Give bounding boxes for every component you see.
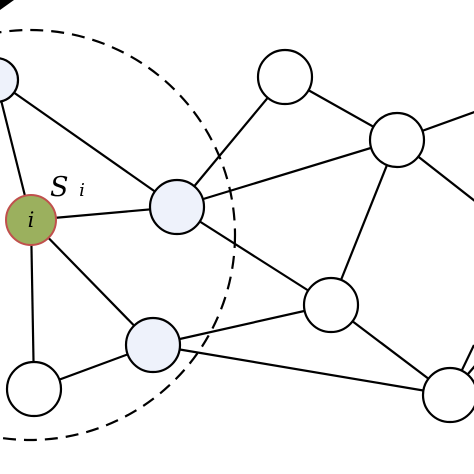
corner-mark (0, 0, 14, 10)
mid-neighbor-node (148, 178, 206, 236)
edge-center-node-bottom-left-node (29, 219, 36, 390)
edge-right-node-middle-right-node (329, 139, 399, 306)
top-left-node (0, 57, 20, 103)
nodes (0, 48, 474, 424)
edge-lower-neighbor-node-bottom-right-node (152, 343, 451, 397)
lower-neighbor-node (124, 316, 182, 374)
center-node-label: i (28, 208, 35, 232)
edge-mid-neighbor-node-top-right-node (176, 76, 286, 208)
bottom-left-node (5, 360, 63, 418)
neighborhood-label-sub: i (79, 180, 85, 201)
edge-lower-neighbor-node-middle-right-node (152, 303, 332, 347)
edge-mid-neighbor-node-middle-right-node (176, 206, 332, 306)
edge-top-left-node-mid-neighbor-node (0, 81, 178, 208)
middle-right-node (302, 276, 360, 334)
edge-mid-neighbor-node-right-node (176, 138, 398, 209)
bottom-right-node (421, 366, 474, 424)
neighborhood-label-main: S (50, 172, 69, 203)
edge-center-node-lower-neighbor-node (30, 219, 154, 346)
top-right-node (256, 48, 314, 106)
neighborhood-boundary (0, 28, 237, 442)
neighborhood-label: S i (50, 172, 85, 203)
right-node (368, 111, 426, 169)
center-node (5, 194, 57, 246)
